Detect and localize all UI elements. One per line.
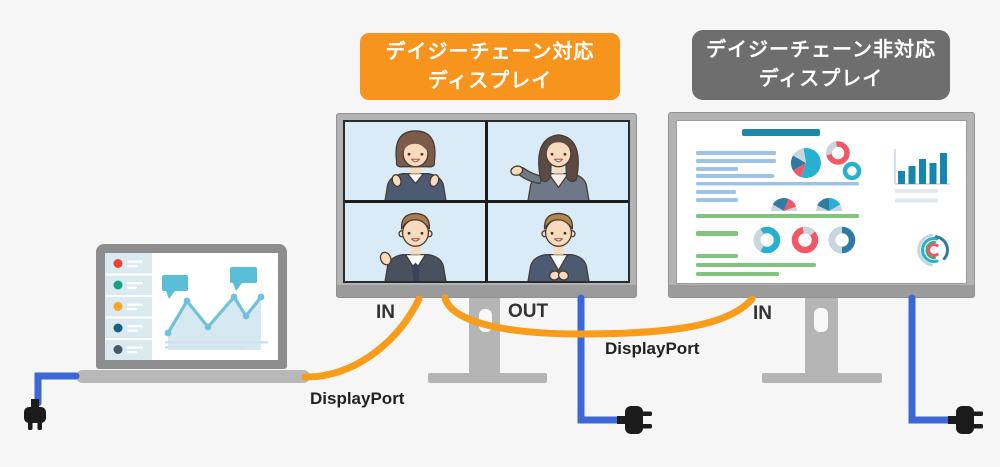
- monitor2-stand-slot: [814, 308, 828, 332]
- video-call-participant-man-clasped-hands: [527, 212, 590, 281]
- video-call-participant-man-tie: [379, 212, 447, 281]
- pie-chart: [790, 147, 821, 178]
- video-grid-divider-horizontal: [345, 200, 628, 203]
- monitor1-video-call-screen: [343, 120, 630, 283]
- laptop-sidebar-list: [105, 259, 152, 354]
- badge-capable-line1: デイジーチェーン対応: [385, 40, 595, 63]
- gauge-arcs: [917, 233, 949, 267]
- speech-bubble-icon: [162, 267, 257, 299]
- laptop-power-cable: [34, 372, 80, 407]
- laptop-base: [76, 370, 310, 383]
- power-plug-icon: [24, 399, 46, 430]
- displayport-label-chain: DisplayPort: [605, 339, 700, 358]
- monitor2-power-cable: [908, 294, 957, 424]
- laptop-screen: [105, 253, 278, 360]
- laptop-analytics-app: [105, 253, 268, 360]
- video-call-participant-woman-long-hair: [510, 134, 590, 200]
- dashboard-text-lines-green: [696, 214, 859, 276]
- laptop-line-chart: [162, 267, 268, 350]
- monitor2-bezel-bottom: [669, 285, 974, 297]
- displayport-cable-laptop-to-monitor1: [301, 295, 423, 381]
- monitor1-power-cable: [577, 294, 626, 424]
- dashboard-text-lines-blue: [696, 151, 859, 202]
- monitor1-in-label: IN: [376, 302, 395, 323]
- video-call-participant-woman-bob: [384, 130, 447, 200]
- monitor1-bezel-bottom: [337, 285, 636, 297]
- power-plug-icon: [948, 406, 983, 434]
- monitor1-stand-base: [428, 373, 547, 383]
- daisy-chain-incapable-badge: デイジーチェーン非対応 ディスプレイ: [692, 30, 950, 100]
- bar-chart: [894, 149, 950, 203]
- dashboard-graphics: [696, 129, 950, 276]
- badge-capable-line2: ディスプレイ: [427, 69, 553, 92]
- donut-charts-small: [826, 141, 862, 181]
- displayport-label-laptop: DisplayPort: [310, 389, 405, 408]
- badge-incapable-line1: デイジーチェーン非対応: [706, 39, 936, 61]
- badge-incapable-line2: ディスプレイ: [758, 68, 884, 90]
- monitor2-dashboard-screen: [676, 120, 967, 284]
- monitor2-stand-base: [762, 373, 882, 383]
- monitor1-out-label: OUT: [508, 301, 549, 322]
- monitor1-stand-slot: [479, 309, 492, 332]
- power-plug-icon: [617, 406, 652, 434]
- donut-charts-row: [753, 226, 856, 254]
- fan-charts: [770, 197, 843, 211]
- daisy-chain-capable-badge: デイジーチェーン対応 ディスプレイ: [360, 33, 620, 100]
- monitor2-in-label: IN: [753, 303, 772, 324]
